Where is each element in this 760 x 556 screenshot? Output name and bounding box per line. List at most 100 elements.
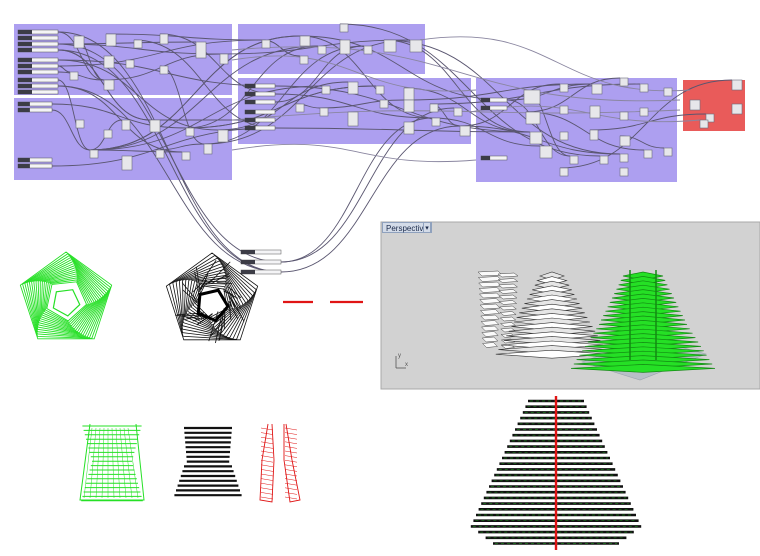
component-node[interactable] — [185, 127, 195, 137]
component-node[interactable] — [347, 81, 359, 95]
component-node[interactable] — [383, 39, 397, 53]
component-node[interactable] — [431, 117, 441, 127]
component-node[interactable] — [559, 131, 569, 141]
component-node[interactable] — [339, 23, 349, 33]
component-node[interactable] — [133, 39, 143, 49]
component-node[interactable] — [89, 149, 99, 159]
component-node[interactable] — [121, 155, 133, 171]
wire — [57, 85, 183, 153]
component-node[interactable] — [663, 87, 673, 97]
pentagon-ring — [44, 279, 89, 324]
component-node[interactable] — [663, 147, 673, 157]
slice-plate — [478, 281, 502, 288]
component-node[interactable] — [569, 155, 579, 165]
component-node[interactable] — [295, 103, 305, 113]
component-node[interactable] — [429, 103, 439, 113]
viewport-menu-chevron-icon[interactable]: ▾ — [423, 222, 431, 233]
slice-plate — [499, 305, 517, 311]
component-node[interactable] — [525, 111, 541, 125]
component-node[interactable] — [591, 83, 603, 95]
component-node[interactable] — [619, 153, 629, 163]
component-group[interactable] — [238, 24, 425, 74]
rhino-viewport[interactable] — [380, 221, 760, 390]
component-node[interactable] — [203, 143, 213, 155]
component-node[interactable] — [195, 41, 207, 59]
component-node[interactable] — [219, 53, 229, 65]
component-node[interactable] — [159, 65, 169, 75]
component-node[interactable] — [403, 99, 415, 113]
component-node[interactable] — [559, 105, 569, 115]
component-node[interactable] — [619, 111, 629, 121]
red-hatch — [260, 432, 274, 435]
component-node[interactable] — [75, 119, 85, 129]
component-node[interactable] — [347, 111, 359, 127]
component-node[interactable] — [149, 119, 161, 133]
component-node[interactable] — [299, 55, 309, 65]
component-node[interactable] — [619, 167, 629, 177]
component-node[interactable] — [403, 121, 415, 135]
component-node[interactable] — [731, 103, 743, 115]
component-node[interactable] — [375, 85, 385, 95]
component-node[interactable] — [159, 33, 169, 45]
component-node[interactable] — [69, 71, 79, 81]
component-node[interactable] — [379, 99, 389, 109]
component-node[interactable] — [639, 83, 649, 93]
slice-plate — [499, 311, 517, 316]
slider-fill — [481, 156, 491, 160]
component-node[interactable] — [73, 35, 85, 49]
component-node[interactable] — [559, 83, 569, 93]
component-node[interactable] — [529, 131, 543, 145]
slice-plate — [498, 300, 518, 305]
component-node[interactable] — [103, 129, 113, 139]
component-node[interactable] — [619, 135, 631, 147]
component-node[interactable] — [217, 129, 229, 143]
component-node[interactable] — [103, 55, 115, 69]
component-node[interactable] — [559, 167, 569, 177]
component-node[interactable] — [731, 79, 743, 91]
component-node[interactable] — [103, 79, 115, 91]
component-node[interactable] — [523, 89, 541, 105]
component-node[interactable] — [705, 113, 715, 123]
component-node[interactable] — [403, 87, 415, 101]
component-node[interactable] — [599, 155, 609, 165]
component-node[interactable] — [319, 107, 329, 117]
component-node[interactable] — [589, 129, 599, 141]
wire — [525, 111, 645, 151]
component-node[interactable] — [539, 145, 553, 159]
pentagon-ring — [43, 277, 91, 325]
red-hatch — [260, 450, 274, 454]
wire — [105, 33, 263, 41]
component-node[interactable] — [409, 39, 423, 53]
component-node[interactable] — [589, 105, 601, 119]
component-node[interactable] — [317, 45, 327, 55]
component-node[interactable] — [155, 149, 165, 159]
pentagon-ring — [28, 259, 107, 337]
component-node[interactable] — [643, 149, 653, 159]
component-node[interactable] — [299, 35, 311, 47]
component-node[interactable] — [261, 39, 271, 49]
component-node[interactable] — [181, 151, 191, 161]
component-node[interactable] — [339, 39, 351, 55]
component-node[interactable] — [699, 119, 709, 129]
component-node[interactable] — [459, 125, 471, 137]
red-hatch — [260, 487, 274, 491]
pentagon-stroke — [181, 282, 199, 302]
component-node[interactable] — [363, 45, 373, 55]
component-node[interactable] — [619, 77, 629, 87]
slice-plate — [499, 322, 517, 327]
component-node[interactable] — [453, 107, 463, 117]
pentagon-ring — [19, 251, 113, 340]
component-node[interactable] — [689, 99, 701, 111]
component-node[interactable] — [639, 107, 649, 117]
viewport-tab-perspective[interactable]: Perspective — [382, 222, 432, 233]
red-hatch — [260, 446, 274, 449]
component-node[interactable] — [121, 119, 131, 131]
wire — [525, 77, 621, 113]
component-node[interactable] — [105, 33, 117, 47]
wire — [159, 33, 276, 95]
red-hatch — [260, 436, 274, 440]
slider-fill — [18, 84, 32, 88]
component-node[interactable] — [125, 59, 135, 69]
component-node[interactable] — [321, 85, 331, 95]
